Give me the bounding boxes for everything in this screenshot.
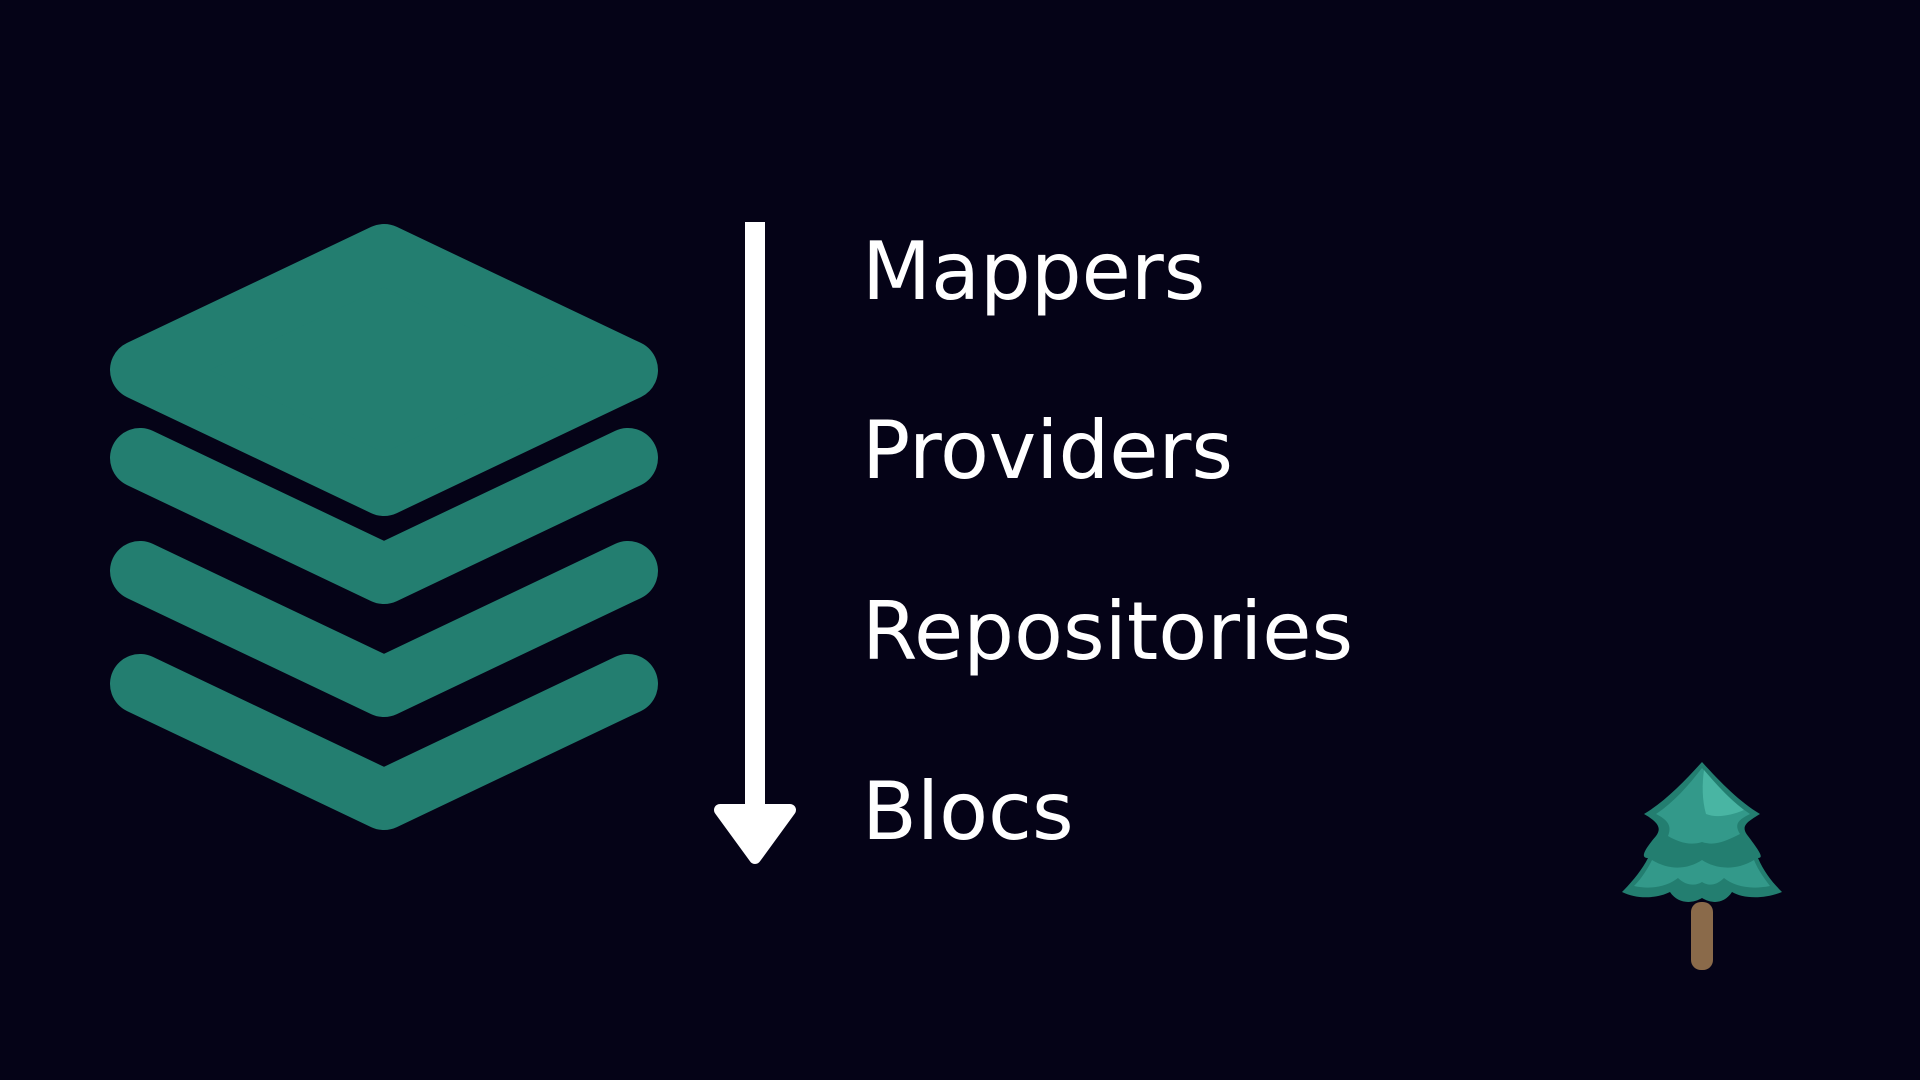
- layers-stack-icon: [100, 210, 680, 870]
- layer-label-providers: Providers: [862, 411, 1233, 491]
- layer-label-blocs: Blocs: [862, 772, 1074, 852]
- stack-layer-top: [140, 254, 628, 486]
- layer-label-repositories: Repositories: [862, 592, 1353, 672]
- layer-label-mappers: Mappers: [862, 232, 1205, 312]
- evergreen-tree-icon: [1612, 752, 1792, 982]
- arrow-down-icon: [700, 210, 810, 870]
